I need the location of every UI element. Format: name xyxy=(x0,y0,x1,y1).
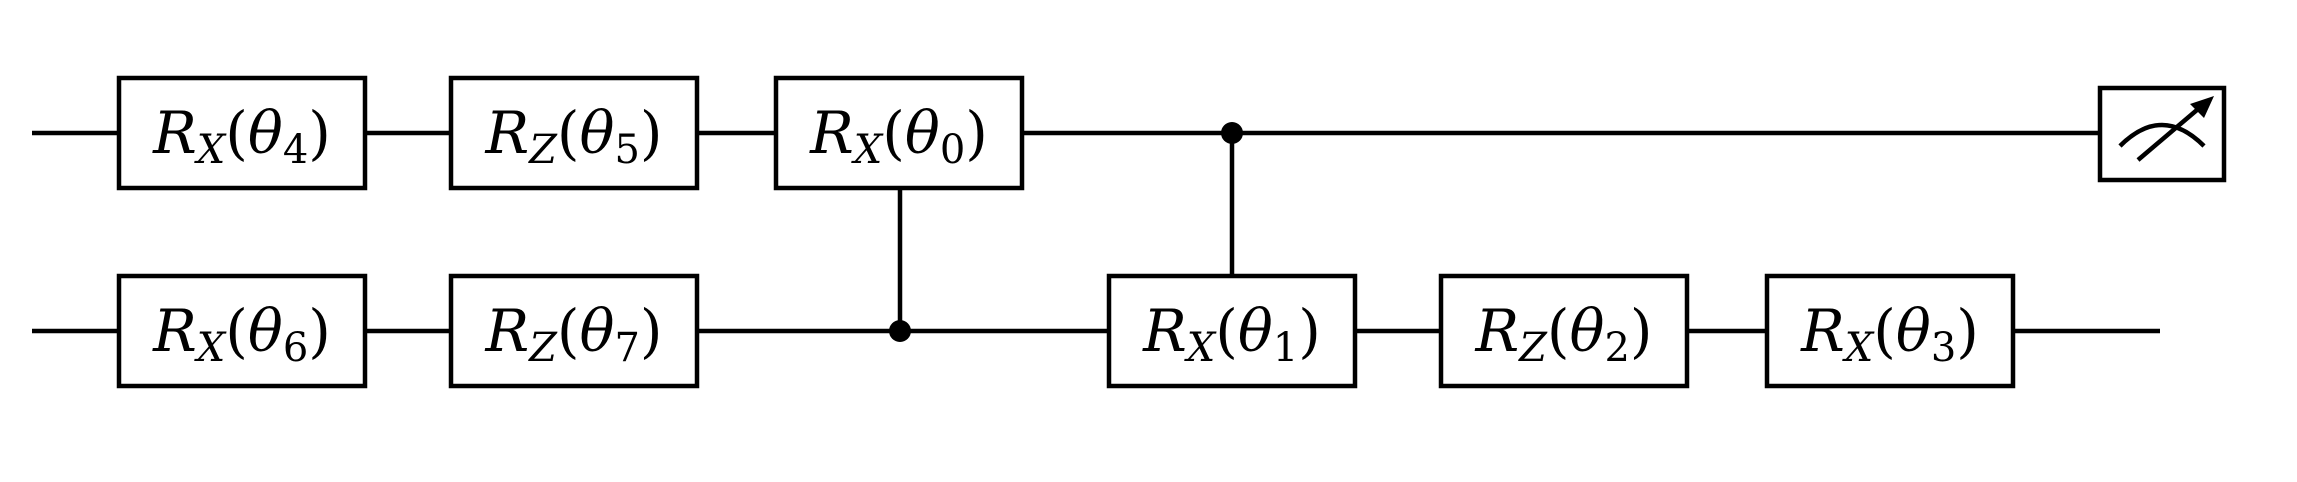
gate-g7: RZ(θ2) xyxy=(1438,273,1690,389)
param-subscript: 7 xyxy=(614,325,639,371)
axis-subscript: X xyxy=(1184,325,1217,371)
rotation-symbol: R xyxy=(1800,297,1845,365)
rotation-symbol: R xyxy=(809,99,854,167)
gate-label: RX(θ1) xyxy=(1142,297,1321,371)
gate-box xyxy=(1438,273,1690,389)
close-paren: ) xyxy=(308,99,331,167)
gate-box xyxy=(773,75,1025,191)
axis-subscript: X xyxy=(1842,325,1875,371)
gates-layer: RX(θ4)RZ(θ5)RX(θ0)RX(θ6)RZ(θ7)RX(θ1)RZ(θ… xyxy=(116,75,2016,389)
meter-needle xyxy=(2136,102,2206,162)
close-paren: ) xyxy=(1298,297,1321,365)
gate-g2: RZ(θ5) xyxy=(448,75,700,191)
rotation-symbol: R xyxy=(1474,297,1519,365)
param-subscript: 2 xyxy=(1604,325,1629,371)
controls-layer xyxy=(889,122,1243,342)
gate-label: RZ(θ2) xyxy=(1474,297,1652,371)
close-paren: ) xyxy=(965,99,988,167)
gate-label: RX(θ4) xyxy=(152,99,331,173)
close-paren: ) xyxy=(640,297,663,365)
gate-box xyxy=(1106,273,1358,389)
open-paren: ( xyxy=(557,297,580,365)
rotation-symbol: R xyxy=(152,297,197,365)
gate-label: RX(θ0) xyxy=(809,99,988,173)
theta-symbol: θ xyxy=(905,99,940,167)
meter-icon xyxy=(2097,85,2227,183)
gate-g1: RX(θ4) xyxy=(116,75,368,191)
measure-layer xyxy=(2097,85,2227,183)
gate-label: RX(θ6) xyxy=(152,297,331,371)
param-subscript: 1 xyxy=(1273,325,1298,371)
close-paren: ) xyxy=(640,99,663,167)
param-subscript: 0 xyxy=(940,127,965,173)
param-subscript: 3 xyxy=(1931,325,1956,371)
gate-label: RZ(θ7) xyxy=(484,297,662,371)
theta-symbol: θ xyxy=(248,297,283,365)
axis-subscript: X xyxy=(851,127,884,173)
gate-box xyxy=(116,273,368,389)
gate-box xyxy=(448,75,700,191)
rotation-symbol: R xyxy=(484,297,529,365)
open-paren: ( xyxy=(1547,297,1570,365)
open-paren: ( xyxy=(225,99,248,167)
gate-g4: RX(θ6) xyxy=(116,273,368,389)
theta-symbol: θ xyxy=(1238,297,1273,365)
gate-box xyxy=(448,273,700,389)
control-dot-1 xyxy=(1221,122,1243,144)
open-paren: ( xyxy=(1873,297,1896,365)
axis-subscript: X xyxy=(194,127,227,173)
axis-subscript: X xyxy=(194,325,227,371)
meter-arrowhead xyxy=(2190,96,2214,118)
open-paren: ( xyxy=(1215,297,1238,365)
theta-symbol: θ xyxy=(580,297,615,365)
gate-label: RZ(θ5) xyxy=(484,99,662,173)
axis-subscript: Z xyxy=(527,127,558,173)
control-dot-0 xyxy=(889,320,911,342)
gate-g6: RX(θ1) xyxy=(1106,273,1358,389)
open-paren: ( xyxy=(882,99,905,167)
gate-box xyxy=(1764,273,2016,389)
gate-g5: RZ(θ7) xyxy=(448,273,700,389)
open-paren: ( xyxy=(557,99,580,167)
close-paren: ) xyxy=(308,297,331,365)
meter-arc xyxy=(2118,122,2206,148)
theta-symbol: θ xyxy=(1570,297,1605,365)
theta-symbol: θ xyxy=(1896,297,1931,365)
rotation-symbol: R xyxy=(484,99,529,167)
close-paren: ) xyxy=(1956,297,1979,365)
rotation-symbol: R xyxy=(152,99,197,167)
param-subscript: 4 xyxy=(283,127,308,173)
param-subscript: 6 xyxy=(283,325,308,371)
gate-g8: RX(θ3) xyxy=(1764,273,2016,389)
theta-symbol: θ xyxy=(580,99,615,167)
axis-subscript: Z xyxy=(527,325,558,371)
axis-subscript: Z xyxy=(1517,325,1548,371)
gate-g3: RX(θ0) xyxy=(773,75,1025,191)
gate-label: RX(θ3) xyxy=(1800,297,1979,371)
theta-symbol: θ xyxy=(248,99,283,167)
open-paren: ( xyxy=(225,297,248,365)
rotation-symbol: R xyxy=(1142,297,1187,365)
param-subscript: 5 xyxy=(614,127,639,173)
gate-box xyxy=(116,75,368,191)
close-paren: ) xyxy=(1630,297,1653,365)
